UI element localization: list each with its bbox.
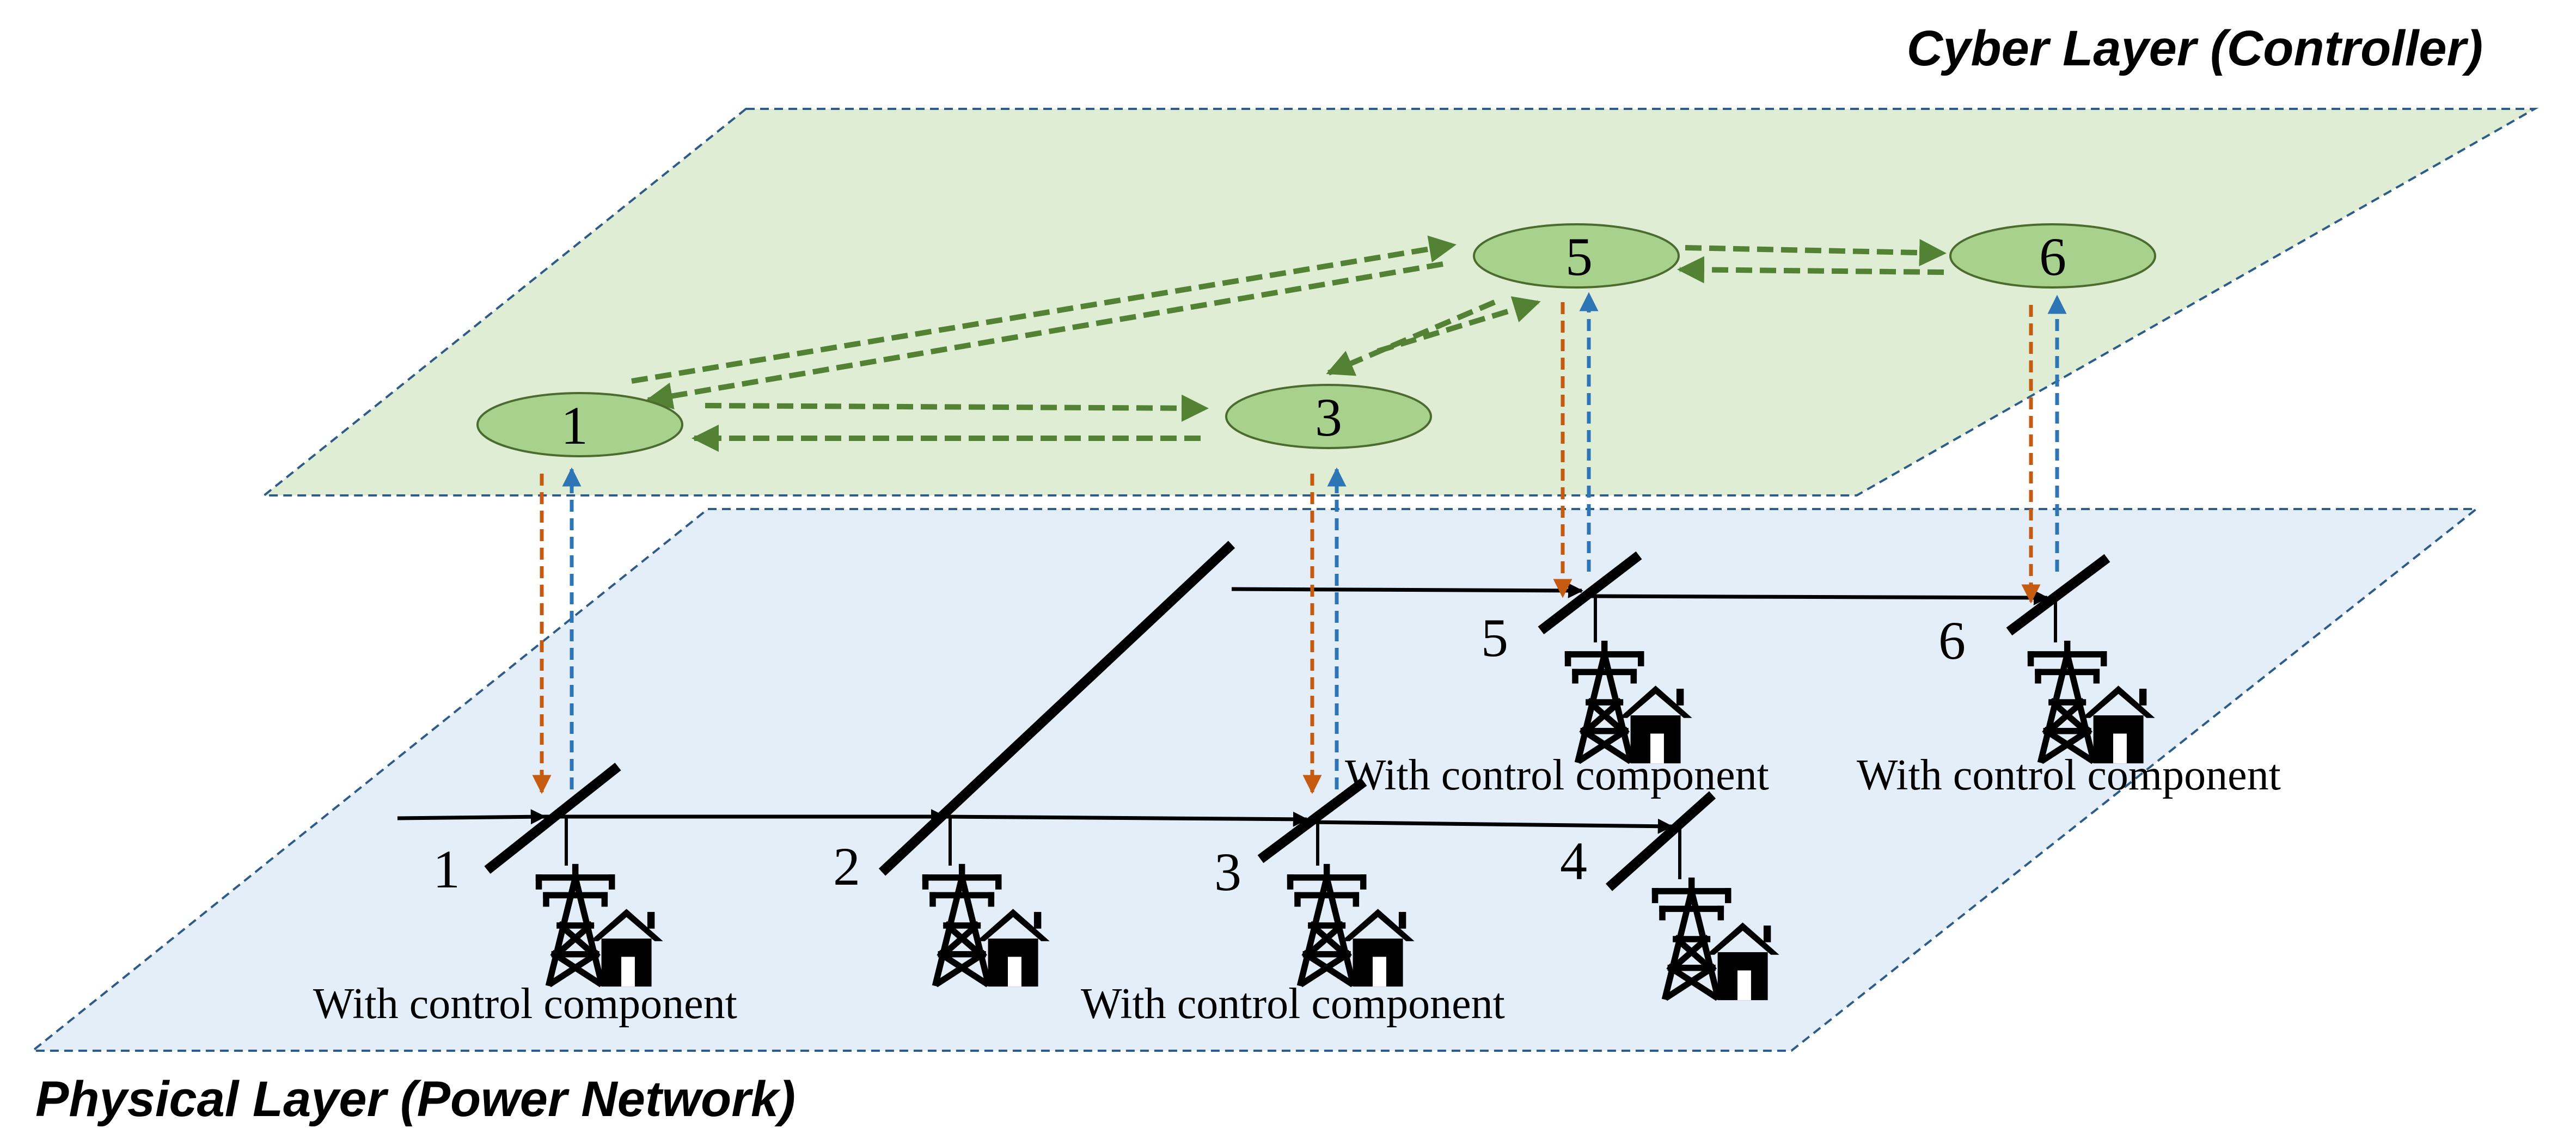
physical-layer-title: Physical Layer (Power Network) xyxy=(35,1071,796,1127)
bus-bars xyxy=(484,541,2110,891)
line-2-5 xyxy=(1231,583,1583,598)
comm-link-5-to-3 xyxy=(1326,299,1496,376)
comm-link-5-to-6 xyxy=(1685,239,1947,267)
controller-node-6: 6 xyxy=(1949,223,2156,289)
comm-link-6-to-5 xyxy=(1677,256,1944,284)
controller-node-5-label: 5 xyxy=(1565,226,1593,287)
cyber-layer-title: Cyber Layer (Controller) xyxy=(1907,21,2483,76)
control-component-label-bus-1: With control component xyxy=(313,980,737,1028)
bus-label-4: 4 xyxy=(1560,831,1587,891)
line-3-4 xyxy=(1306,818,1673,834)
bus-label-2: 2 xyxy=(833,836,860,897)
cyber-layer-plane xyxy=(261,108,2539,497)
comm-link-5-to-1 xyxy=(645,261,1443,410)
cyber-physical-links xyxy=(532,292,2067,794)
bus-label-5: 5 xyxy=(1481,608,1508,668)
physical-layer: 1 2 3 4 5 6 With control component With … xyxy=(29,508,2480,1127)
bus-bar-1 xyxy=(484,762,621,874)
bus-bar-4 xyxy=(1605,791,1716,891)
control-component-label-bus-5: With control component xyxy=(1345,751,1769,799)
comm-link-1-to-3 xyxy=(705,394,1209,422)
control-component-label-bus-3: With control component xyxy=(1081,980,1505,1028)
controller-node-6-label: 6 xyxy=(2039,226,2066,287)
bus-label-3: 3 xyxy=(1214,842,1241,902)
load-drops xyxy=(565,596,2057,879)
power-lines xyxy=(397,583,2049,834)
comm-link-1-to-5 xyxy=(631,235,1457,384)
bus-bar-6 xyxy=(2006,554,2110,636)
control-component-label-bus-6: With control component xyxy=(1857,751,2281,799)
bus-bar-5 xyxy=(1538,551,1642,635)
physical-layer-plane xyxy=(29,508,2480,1052)
line-5-6 xyxy=(1581,590,2049,605)
controller-node-5: 5 xyxy=(1473,223,1680,289)
controller-node-1: 1 xyxy=(476,392,683,457)
controller-node-1-label: 1 xyxy=(561,395,588,456)
bus-bar-2 xyxy=(878,541,1235,876)
controller-node-3-label: 3 xyxy=(1315,387,1342,448)
controller-node-3: 3 xyxy=(1225,384,1432,449)
cyber-layer: Cyber Layer (Controller) 1 3 5 6 xyxy=(261,21,2539,497)
bus-label-1: 1 xyxy=(433,839,460,899)
line-2-3 xyxy=(944,811,1308,827)
bus-label-6: 6 xyxy=(1938,610,1966,671)
controller-communication-links xyxy=(631,235,1947,452)
feeder-line-in xyxy=(397,809,546,825)
bus-bar-3 xyxy=(1257,777,1367,863)
